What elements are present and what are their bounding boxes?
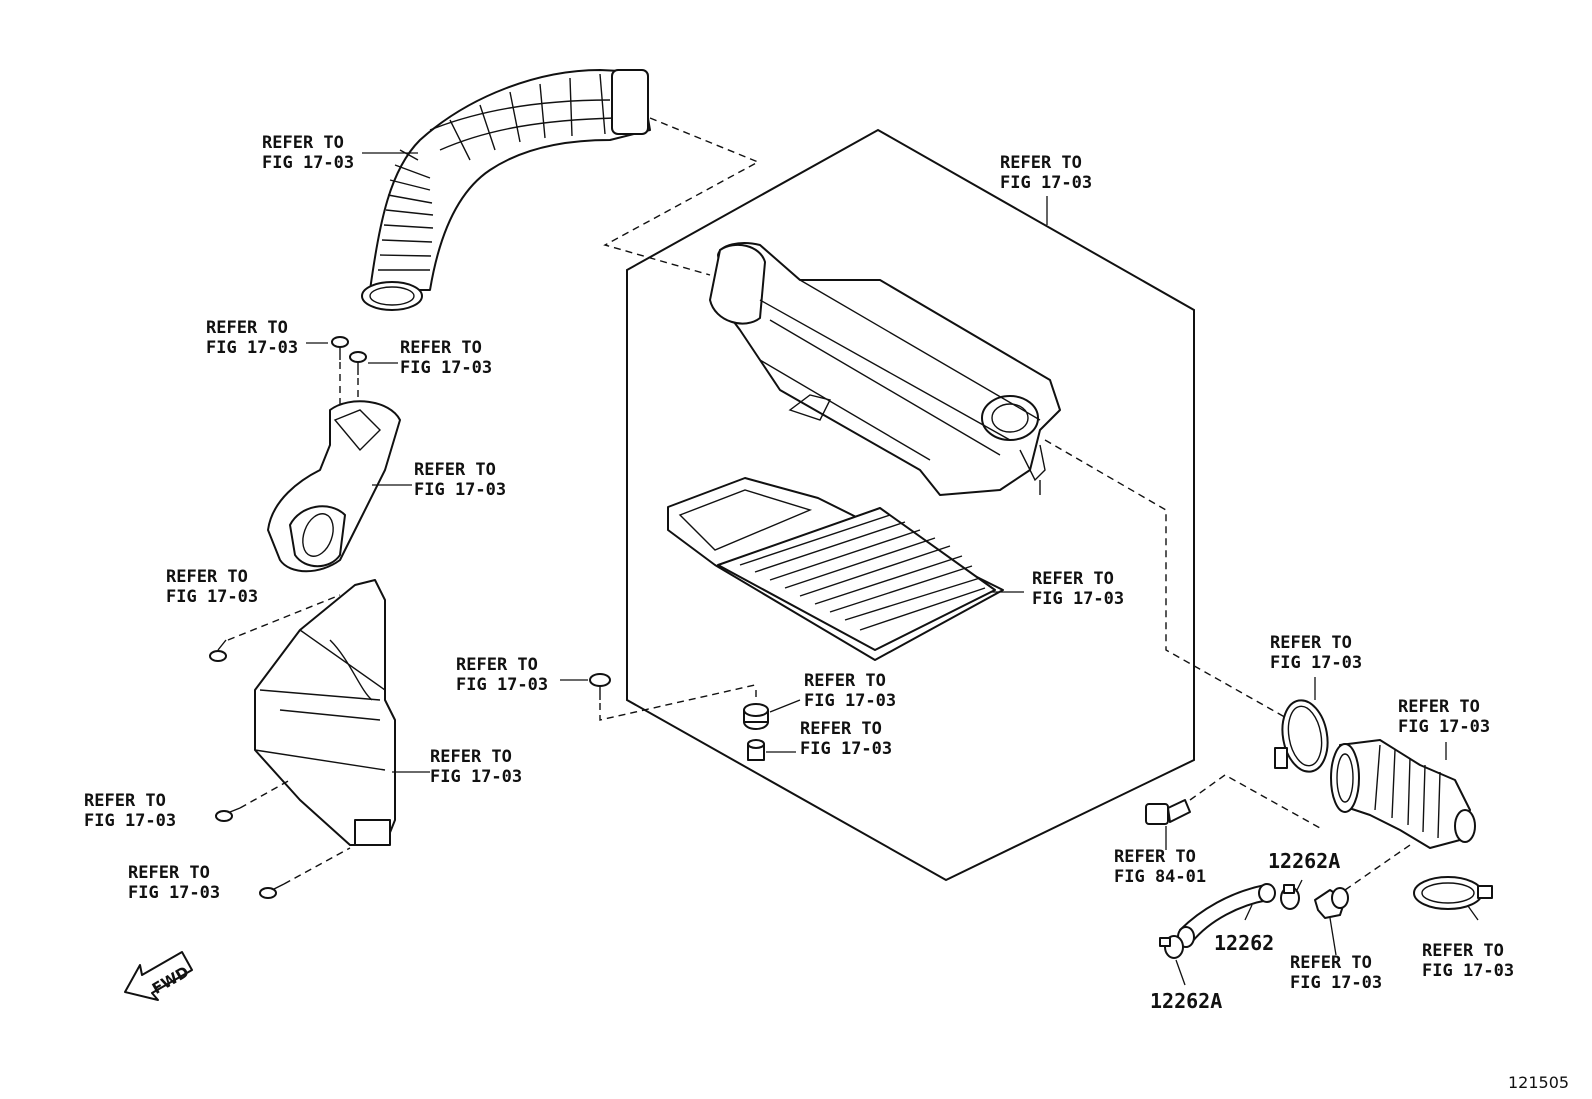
diagram-id: 121505: [1508, 1073, 1569, 1092]
callout-clip-left: REFER TO FIG 17-03: [166, 567, 258, 607]
clip-12262a-top[interactable]: [1280, 884, 1300, 910]
dash-case-to-duct: [1044, 439, 1291, 721]
callout-band-clamp-upper: REFER TO FIG 17-03: [1270, 633, 1362, 673]
callout-collar: REFER TO FIG 17-03: [800, 719, 892, 759]
callout-band-clamp-upper-line1: REFER TO: [1270, 633, 1352, 653]
intake-hose[interactable]: [361, 69, 651, 311]
clip-left[interactable]: [209, 639, 227, 662]
band-clamp-upper[interactable]: [1274, 697, 1333, 776]
callout-clip-bottom: REFER TO FIG 17-03: [128, 863, 220, 903]
callout-air-cleaner-case: REFER TO FIG 17-03: [1000, 153, 1092, 193]
callout-resonator-line1: REFER TO: [414, 460, 496, 480]
throttle-hose[interactable]: [1330, 739, 1476, 849]
part-number-12262a-top: 12262A: [1268, 849, 1340, 873]
dash-sensor: [1189, 774, 1321, 829]
callout-bolt-center: REFER TO FIG 17-03: [456, 655, 548, 695]
callout-bolt-right: REFER TO FIG 17-03: [400, 338, 492, 378]
fwd-arrow-icon: FWD: [124, 951, 193, 1001]
callout-clip-lower-left-line2: FIG 17-03: [84, 811, 176, 831]
callout-throttle-hose: REFER TO FIG 17-03: [1398, 697, 1490, 737]
callout-bolt-center-line1: REFER TO: [456, 655, 538, 675]
bolt-center[interactable]: [589, 673, 611, 700]
callout-union-line1: REFER TO: [1290, 953, 1372, 973]
callout-grommet-line1: REFER TO: [804, 671, 886, 691]
leader-lines: [306, 152, 1479, 986]
callout-grommet: REFER TO FIG 17-03: [804, 671, 896, 711]
callout-band-clamp-upper-line2: FIG 17-03: [1270, 653, 1362, 673]
callout-bolt-upper-line1: REFER TO: [206, 318, 288, 338]
callout-collar-line1: REFER TO: [800, 719, 882, 739]
callout-intake-hose: REFER TO FIG 17-03: [262, 133, 354, 173]
dash-clip-bottom: [283, 847, 351, 885]
callout-filter-element: REFER TO FIG 17-03: [1032, 569, 1124, 609]
part-number-12262: 12262: [1214, 931, 1274, 955]
callout-duct-inlet-line2: FIG 17-03: [430, 767, 522, 787]
air-cleaner-case[interactable]: [709, 242, 1061, 496]
callout-grommet-line2: FIG 17-03: [804, 691, 896, 711]
callout-duct-inlet-line1: REFER TO: [430, 747, 512, 767]
callout-intake-hose-line2: FIG 17-03: [262, 153, 354, 173]
callout-sensor: REFER TO FIG 84-01: [1114, 847, 1206, 887]
callout-intake-hose-line1: REFER TO: [262, 133, 344, 153]
callout-bolt-upper-line2: FIG 17-03: [206, 338, 298, 358]
resonator[interactable]: [267, 400, 401, 573]
bolt-right[interactable]: [349, 351, 367, 375]
dash-clip-left: [227, 594, 341, 641]
callout-clip-bottom-line1: REFER TO: [128, 863, 210, 883]
callout-collar-line2: FIG 17-03: [800, 739, 892, 759]
callout-air-cleaner-case-line1: REFER TO: [1000, 153, 1082, 173]
callout-filter-element-line1: REFER TO: [1032, 569, 1114, 589]
callout-band-clamp-lower: REFER TO FIG 17-03: [1422, 941, 1514, 981]
callout-clip-left-line2: FIG 17-03: [166, 587, 258, 607]
part-number-12262a-bottom: 12262A: [1150, 989, 1222, 1013]
callout-filter-element-line2: FIG 17-03: [1032, 589, 1124, 609]
callout-air-cleaner-case-line2: FIG 17-03: [1000, 173, 1092, 193]
clip-lower-left[interactable]: [215, 807, 241, 822]
dash-center-bolt: [599, 684, 756, 721]
callout-sensor-line1: REFER TO: [1114, 847, 1196, 867]
assembly-outline: [626, 128, 1195, 882]
callout-bolt-right-line1: REFER TO: [400, 338, 482, 358]
callout-band-clamp-lower-line2: FIG 17-03: [1422, 961, 1514, 981]
clip-12262a-bottom[interactable]: [1159, 935, 1184, 959]
clip-bottom[interactable]: [259, 883, 285, 899]
callout-bolt-upper: REFER TO FIG 17-03: [206, 318, 298, 358]
callout-duct-inlet: REFER TO FIG 17-03: [430, 747, 522, 787]
callout-band-clamp-lower-line1: REFER TO: [1422, 941, 1504, 961]
callout-bolt-right-line2: FIG 17-03: [400, 358, 492, 378]
callout-resonator: REFER TO FIG 17-03: [414, 460, 506, 500]
callout-throttle-hose-line1: REFER TO: [1398, 697, 1480, 717]
callout-union: REFER TO FIG 17-03: [1290, 953, 1382, 993]
callout-clip-lower-left: REFER TO FIG 17-03: [84, 791, 176, 831]
sensor[interactable]: [1145, 799, 1191, 825]
dash-clip-lower-left: [239, 779, 291, 809]
bolt-upper[interactable]: [331, 336, 349, 360]
dash-union: [1344, 844, 1411, 891]
callout-clip-bottom-line2: FIG 17-03: [128, 883, 220, 903]
air-filter-element[interactable]: [667, 477, 1004, 661]
callout-resonator-line2: FIG 17-03: [414, 480, 506, 500]
callout-clip-left-line1: REFER TO: [166, 567, 248, 587]
hose-12262[interactable]: [1177, 883, 1276, 948]
callout-throttle-hose-line2: FIG 17-03: [1398, 717, 1490, 737]
callout-sensor-line2: FIG 84-01: [1114, 867, 1206, 887]
union[interactable]: [1314, 887, 1349, 919]
callout-union-line2: FIG 17-03: [1290, 973, 1382, 993]
grommet[interactable]: [743, 703, 769, 730]
band-clamp-lower[interactable]: [1413, 876, 1493, 910]
callout-bolt-center-line2: FIG 17-03: [456, 675, 548, 695]
inlet-duct[interactable]: [254, 579, 396, 846]
callout-clip-lower-left-line1: REFER TO: [84, 791, 166, 811]
collar[interactable]: [747, 739, 765, 761]
